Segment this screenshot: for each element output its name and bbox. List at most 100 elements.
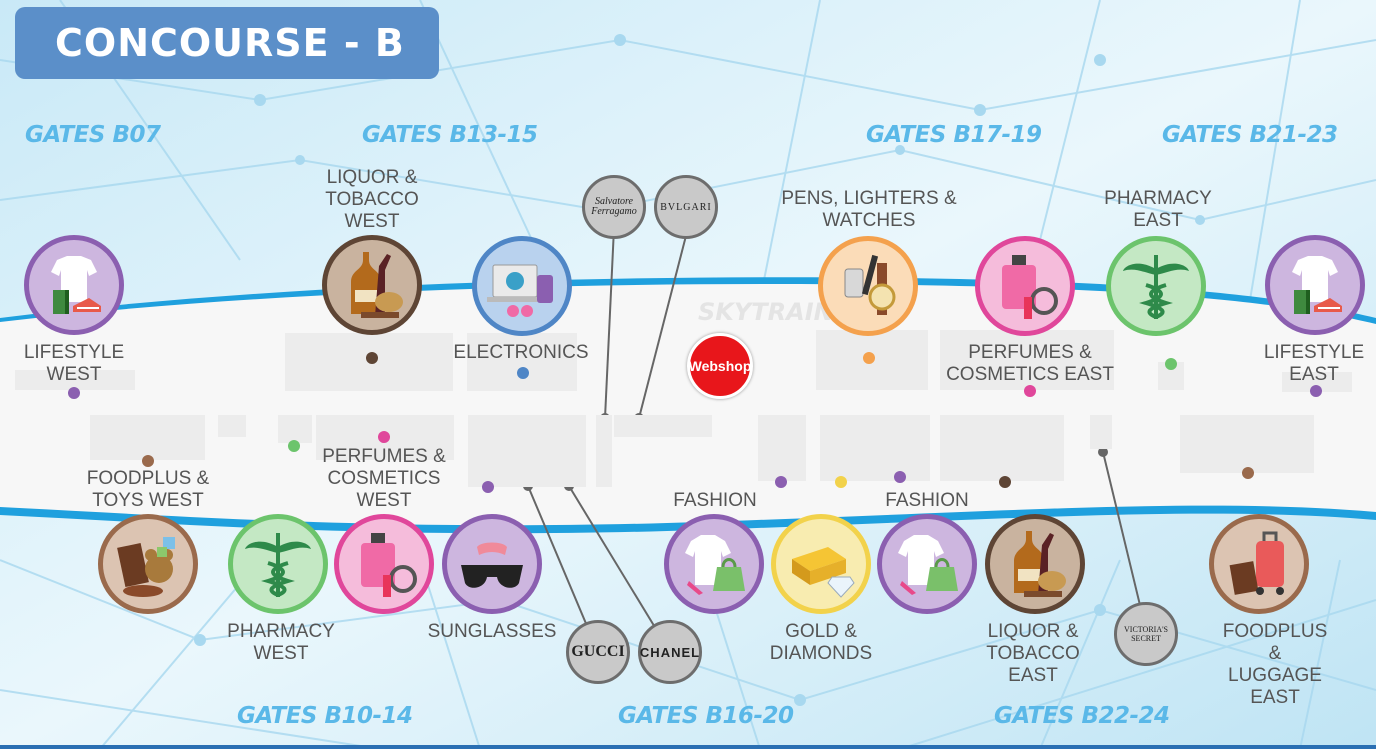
brand-gucci-label: GUCCI	[571, 643, 625, 660]
store-label-fashion-2: FASHION	[885, 490, 969, 511]
store-marker[interactable]	[1242, 467, 1254, 479]
brand-gucci[interactable]: GUCCI	[566, 620, 630, 684]
store-label-perfumes-cosmetics-east: PERFUMES & COSMETICS EAST	[946, 342, 1114, 385]
store-block	[218, 415, 246, 437]
store-block	[278, 415, 312, 443]
caduceus-icon	[245, 533, 311, 597]
store-block	[940, 330, 1114, 390]
store-block	[1180, 415, 1314, 473]
store-label-pharmacy-west: PHARMACY WEST	[227, 621, 335, 664]
store-label-liquor-tobacco-east: LIQUOR & TOBACCO EAST	[986, 621, 1080, 686]
store-icon-lifestyle-west[interactable]	[24, 235, 124, 335]
pens-lighters-watches-icon	[844, 254, 896, 315]
store-marker[interactable]	[835, 476, 847, 488]
store-marker[interactable]	[288, 440, 300, 452]
gold-diamond-icon	[792, 547, 855, 598]
store-icon-pharmacy-west[interactable]	[228, 514, 328, 614]
store-label-gold-diamonds: GOLD & DIAMONDS	[769, 621, 873, 664]
gate-label-b13-15: GATES B13-15	[362, 122, 538, 148]
store-marker[interactable]	[1165, 358, 1177, 370]
store-label-sunglasses: SUNGLASSES	[427, 621, 557, 642]
liquor-tobacco-icon	[351, 252, 403, 318]
fashion-icon	[685, 535, 745, 595]
store-label-fashion-1: FASHION	[673, 490, 757, 511]
electronics-icon	[487, 264, 553, 317]
store-label-pens-lighters-watches: PENS, LIGHTERS & WATCHES	[781, 188, 957, 231]
store-marker[interactable]	[482, 481, 494, 493]
gate-label-b16-20: GATES B16-20	[618, 703, 794, 729]
liquor-tobacco-icon	[1014, 531, 1066, 597]
brand-bvlgari-label: BVLGARI	[660, 201, 712, 213]
store-label-foodplus-luggage-east: FOODPLUS & LUGGAGE EAST	[1222, 621, 1328, 708]
store-marker[interactable]	[142, 455, 154, 467]
store-icon-liquor-tobacco-east[interactable]	[985, 514, 1085, 614]
store-block	[940, 415, 1064, 481]
store-label-foodplus-toys-west: FOODPLUS & TOYS WEST	[86, 468, 210, 511]
brand-victorias-secret-label: VICTORIA'S SECRET	[1124, 625, 1168, 643]
store-icon-gold-diamonds[interactable]	[771, 514, 871, 614]
store-marker[interactable]	[517, 367, 529, 379]
store-icon-electronics[interactable]	[472, 236, 572, 336]
brand-bvlgari[interactable]: BVLGARI	[654, 175, 718, 239]
gate-label-b10-14: GATES B10-14	[237, 703, 413, 729]
store-block	[820, 415, 930, 481]
fashion-icon	[898, 535, 958, 595]
store-marker[interactable]	[68, 387, 80, 399]
gate-label-b17-19: GATES B17-19	[866, 122, 1042, 148]
store-label-pharmacy-east: PHARMACY EAST	[1104, 188, 1212, 231]
store-block	[758, 415, 806, 481]
store-block	[614, 415, 712, 437]
store-icon-pens-lighters-watches[interactable]	[818, 236, 918, 336]
store-label-lifestyle-west: LIFESTYLE WEST	[23, 342, 125, 385]
store-icon-pharmacy-east[interactable]	[1106, 236, 1206, 336]
brand-chanel[interactable]: CHANEL	[638, 620, 702, 684]
store-label-electronics: ELECTRONICS	[453, 342, 589, 363]
store-icon-foodplus-luggage-east[interactable]	[1209, 514, 1309, 614]
perfume-cosmetics-icon	[361, 533, 417, 597]
store-marker[interactable]	[775, 476, 787, 488]
brand-chanel-label: CHANEL	[639, 644, 701, 660]
store-icon-liquor-tobacco-west[interactable]	[322, 235, 422, 335]
brand-ferragamo-label: Salvatore Ferragamo	[591, 196, 637, 217]
store-block	[90, 415, 205, 460]
concourse-title-box: CONCOURSE - B	[15, 7, 439, 79]
store-icon-perfumes-cosmetics-west[interactable]	[334, 514, 434, 614]
store-label-liquor-tobacco-west: LIQUOR & TOBACCO WEST	[325, 167, 419, 232]
store-marker[interactable]	[863, 352, 875, 364]
page-title: CONCOURSE - B	[55, 21, 405, 65]
gate-label-b07: GATES B07	[25, 122, 161, 148]
perfume-cosmetics-icon	[1002, 255, 1058, 319]
chocolate-toys-icon	[117, 537, 175, 597]
store-icon-foodplus-toys-west[interactable]	[98, 514, 198, 614]
brand-victorias-secret[interactable]: VICTORIA'S SECRET	[1114, 602, 1178, 666]
store-marker[interactable]	[1024, 385, 1036, 397]
skytrain-label: SKYTRAIN	[698, 298, 834, 326]
store-block	[467, 333, 577, 391]
caduceus-icon	[1123, 255, 1189, 319]
clothing-books-sneakers-icon	[1292, 256, 1342, 314]
brand-ferragamo[interactable]: Salvatore Ferragamo	[582, 175, 646, 239]
webshop-button[interactable]: Webshop	[687, 333, 753, 399]
luggage-chocolate-icon	[1229, 531, 1284, 595]
gate-label-b21-23: GATES B21-23	[1162, 122, 1338, 148]
store-label-lifestyle-east: LIFESTYLE EAST	[1263, 342, 1365, 385]
gate-label-b22-24: GATES B22-24	[994, 703, 1170, 729]
store-marker[interactable]	[378, 431, 390, 443]
store-marker[interactable]	[1310, 385, 1322, 397]
store-label-perfumes-cosmetics-west: PERFUMES & COSMETICS WEST	[322, 446, 446, 511]
store-block	[596, 415, 612, 487]
store-icon-perfumes-cosmetics-east[interactable]	[975, 236, 1075, 336]
webshop-label: Webshop	[688, 358, 752, 374]
store-icon-lifestyle-east[interactable]	[1265, 235, 1365, 335]
store-icon-fashion-1[interactable]	[664, 514, 764, 614]
store-marker[interactable]	[366, 352, 378, 364]
clothing-books-sneakers-icon	[51, 256, 101, 314]
store-icon-fashion-2[interactable]	[877, 514, 977, 614]
store-block	[1282, 372, 1352, 392]
store-marker[interactable]	[894, 471, 906, 483]
sunglasses-icon	[461, 542, 523, 588]
store-block	[1090, 415, 1112, 449]
store-block	[468, 415, 586, 487]
store-marker[interactable]	[999, 476, 1011, 488]
store-icon-sunglasses[interactable]	[442, 514, 542, 614]
